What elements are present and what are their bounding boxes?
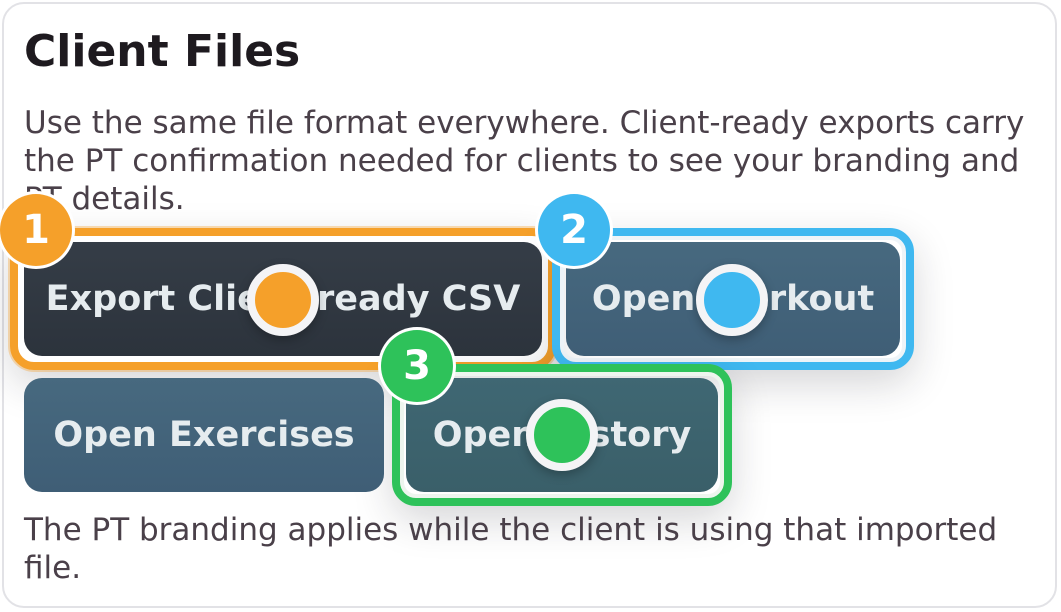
panel-title: Client Files — [24, 26, 301, 77]
open-workout-button[interactable]: Open Workout — [566, 242, 900, 356]
step-badge-1: 1 — [0, 194, 72, 266]
panel-description: Use the same file format everywhere. Cli… — [24, 105, 1025, 217]
panel-footer-note: The PT branding applies while the client… — [24, 512, 998, 586]
open-exercises-button[interactable]: Open Exercises — [24, 378, 384, 492]
click-marker-3 — [526, 399, 598, 471]
click-marker-2 — [696, 264, 768, 336]
step-badge-3: 3 — [381, 330, 453, 402]
step-badge-2: 2 — [538, 194, 610, 266]
click-marker-1 — [247, 264, 319, 336]
